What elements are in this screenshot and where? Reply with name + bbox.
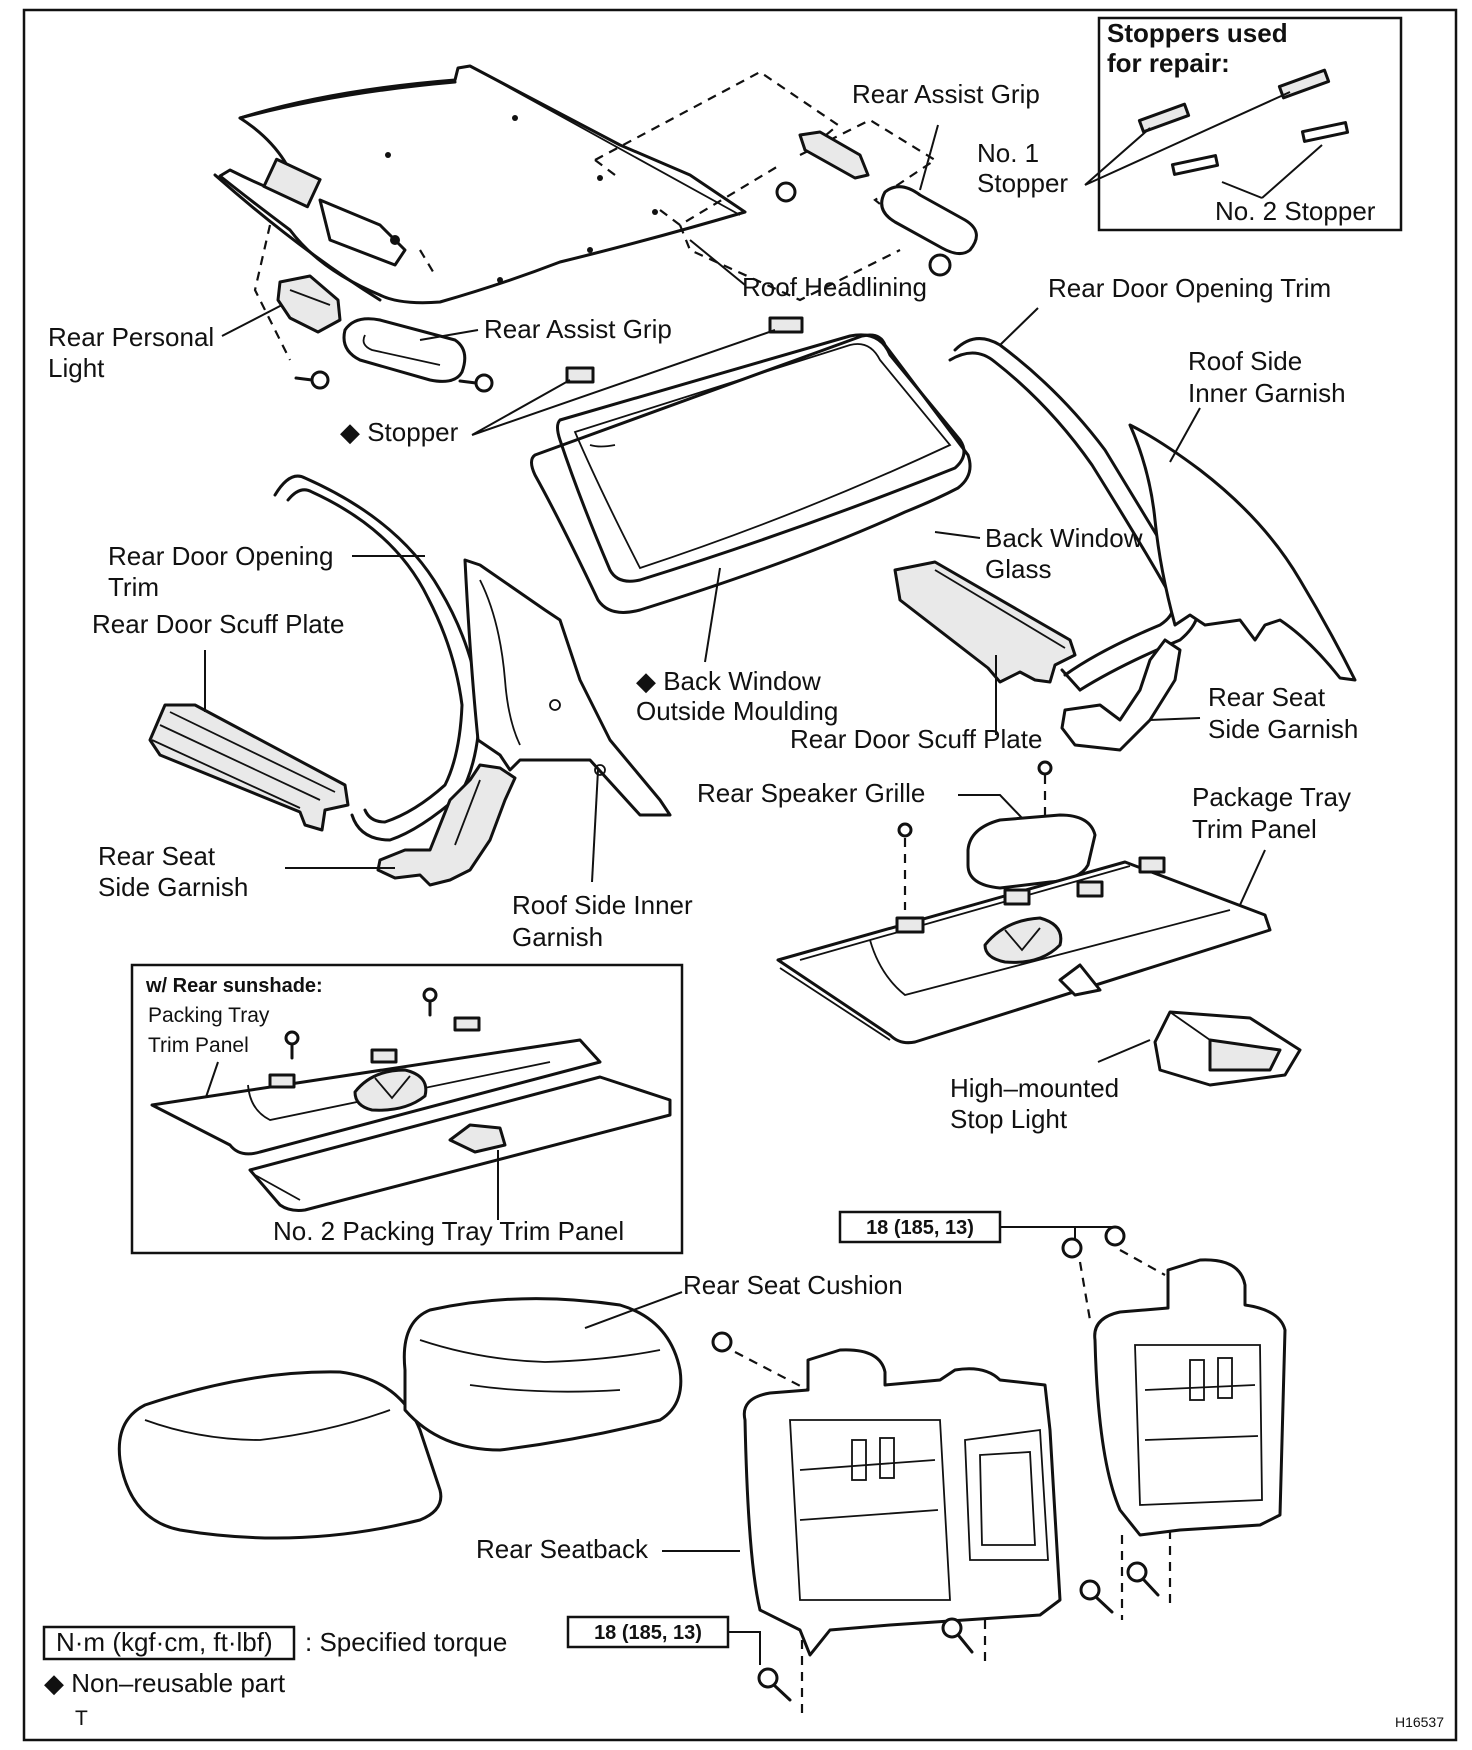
roof-headlining-part: [213, 64, 747, 305]
rear-seatback-right-part: [1093, 1258, 1287, 1537]
rear-seat-cushion-label: Rear Seat Cushion: [683, 1270, 903, 1300]
rear-door-opening-trim-left-label-line1: Rear Door Opening: [108, 541, 333, 571]
legend: N·m (kgf·cm, ft·lbf) : Specified torque …: [42, 1625, 507, 1730]
legend-non-reusable: ◆ Non–reusable part: [44, 1668, 286, 1698]
roof-side-inner-garnish-right-label-line1: Roof Side: [1188, 346, 1302, 376]
torque-bottom-value: 18 (185, 13): [594, 1622, 702, 1644]
rear-assist-grip-top-label: Rear Assist Grip: [852, 79, 1040, 109]
screw-tray-a: [1037, 760, 1053, 776]
roof-side-inner-garnish-right-part: [1128, 423, 1357, 682]
rear-speaker-grille-part: [966, 813, 1097, 890]
rear-speaker-grille-label: Rear Speaker Grille: [697, 778, 925, 808]
packing-tray-trim-panel-label-line1: Packing Tray: [148, 1004, 270, 1027]
no1-stopper-label-line1: No. 1: [977, 138, 1039, 168]
package-tray-trim-panel-label-line2: Trim Panel: [1192, 814, 1317, 844]
rear-seat-side-garnish-left-part: [376, 763, 517, 887]
packing-tray-trim-panel-label-line2: Trim Panel: [148, 1034, 249, 1057]
rear-door-opening-trim-right-label: Rear Door Opening Trim: [1048, 273, 1331, 303]
package-tray-trim-panel-part: [776, 856, 1272, 1045]
screw-left-a: [294, 370, 330, 390]
high-mounted-stop-light-label-line1: High–mounted: [950, 1073, 1119, 1103]
torque-top-value: 18 (185, 13): [866, 1217, 974, 1239]
torque-box-top: 18 (185, 13): [838, 1210, 1116, 1244]
rear-seat-cushion-part: [117, 1297, 683, 1540]
rear-seatback-left-part: [742, 1348, 1062, 1657]
high-mounted-stop-light-part: [1153, 1010, 1302, 1087]
screw-tray-b: [897, 822, 913, 838]
rear-assist-grip-left-label: Rear Assist Grip: [484, 314, 672, 344]
stoppers-title-line2: for repair:: [1107, 48, 1230, 78]
rear-door-scuff-plate-right-label: Rear Door Scuff Plate: [790, 724, 1042, 754]
rear-seat-side-garnish-right-label-line1: Rear Seat: [1208, 682, 1326, 712]
bolt-bottom-b: [941, 1617, 974, 1654]
figure-id: H16537: [1395, 1714, 1444, 1730]
screw-sunshade-a: [422, 987, 438, 1017]
diagram-border: [22, 8, 1458, 1742]
legend-unit: N·m (kgf·cm, ft·lbf): [56, 1627, 273, 1657]
rear-door-opening-trim-left-label-line2: Trim: [108, 572, 159, 602]
rear-personal-light-part: [276, 274, 342, 334]
nut-seat-mid: [711, 1331, 733, 1353]
stopper-part-b: [768, 316, 804, 334]
stoppers-title-line1: Stoppers used: [1107, 18, 1288, 48]
back-window-outside-moulding-label-line1: ◆ Back Window: [636, 666, 821, 696]
nut-top-a: [1061, 1237, 1083, 1259]
no1-stopper-label-line2: Stopper: [977, 168, 1068, 198]
package-tray-trim-panel-label-line1: Package Tray: [1192, 782, 1351, 812]
roof-side-inner-garnish-left-label-line2: Garnish: [512, 922, 603, 952]
rear-seat-side-garnish-left-label-line2: Side Garnish: [98, 872, 248, 902]
roof-side-inner-garnish-right-label-line2: Inner Garnish: [1188, 378, 1346, 408]
rear-personal-light-label-line2: Light: [48, 353, 105, 383]
rear-assist-grip-top-part: [775, 130, 978, 277]
rear-door-scuff-plate-left-label: Rear Door Scuff Plate: [92, 609, 344, 639]
bolt-bottom-a: [757, 1667, 792, 1702]
corner-mark: T: [75, 1707, 88, 1730]
screw-left-b: [458, 373, 494, 393]
back-window-glass-label-line1: Back Window: [985, 523, 1143, 553]
bolt-bottom-d: [1126, 1561, 1160, 1597]
no2-packing-tray-trim-panel-label: No. 2 Packing Tray Trim Panel: [273, 1216, 624, 1246]
rear-assist-grip-left-part: [342, 317, 467, 383]
stopper-label: ◆ Stopper: [340, 417, 459, 447]
roof-side-inner-garnish-left-part: [463, 558, 672, 817]
rear-sunshade-inset: w/ Rear sunshade: Packing Tray Trim Pane…: [130, 963, 684, 1255]
screw-sunshade-b: [284, 1030, 300, 1060]
back-window-glass-label-line2: Glass: [985, 554, 1051, 584]
roof-side-inner-garnish-left-label-line1: Roof Side Inner: [512, 890, 693, 920]
bolt-bottom-c: [1079, 1579, 1114, 1614]
rear-seat-side-garnish-right-part: [1060, 638, 1182, 752]
no2-stopper-label: No. 2 Stopper: [1215, 196, 1376, 226]
rear-seat-side-garnish-right-label-line2: Side Garnish: [1208, 714, 1358, 744]
rear-seat-side-garnish-left-label-line1: Rear Seat: [98, 841, 216, 871]
rear-door-scuff-plate-right-part: [893, 560, 1077, 684]
rear-personal-light-label-line1: Rear Personal: [48, 322, 214, 352]
rear-door-scuff-plate-left-part: [148, 703, 350, 832]
rear-seatback-label: Rear Seatback: [476, 1534, 649, 1564]
stopper-part-a: [565, 366, 595, 384]
legend-specified-torque: : Specified torque: [305, 1627, 507, 1657]
stoppers-for-repair-box: Stoppers used for repair: No. 2 Stopper: [1097, 16, 1403, 232]
nut-top-b: [1104, 1225, 1126, 1247]
high-mounted-stop-light-label-line2: Stop Light: [950, 1104, 1068, 1134]
back-window-outside-moulding-label-line2: Outside Moulding: [636, 696, 838, 726]
roof-headlining-label: Roof Headlining: [742, 272, 927, 302]
back-window-glass-part: [530, 333, 972, 614]
torque-box-bottom: 18 (185, 13): [566, 1615, 761, 1665]
sunshade-title: w/ Rear sunshade:: [145, 975, 323, 997]
